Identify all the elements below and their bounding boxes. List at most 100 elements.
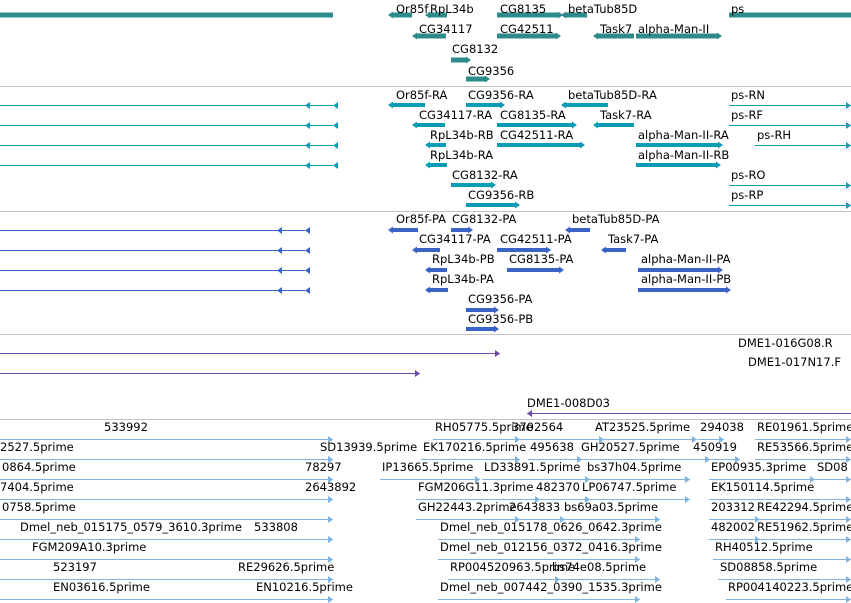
feature-glyph[interactable]: [425, 141, 446, 149]
feature-glyph[interactable]: [593, 121, 634, 129]
feature-label[interactable]: CG9356-RB: [468, 188, 535, 202]
feature-glyph[interactable]: [497, 141, 585, 149]
feature-label[interactable]: alpha-Man-II-PB: [641, 272, 732, 286]
feature-glyph[interactable]: [0, 370, 420, 377]
feature-label[interactable]: AT23525.5prime: [595, 420, 691, 434]
feature-glyph[interactable]: [601, 246, 626, 254]
feature-glyph[interactable]: [565, 226, 590, 234]
feature-label[interactable]: alpha-Man-II-PA: [641, 252, 731, 266]
feature-glyph[interactable]: [755, 536, 851, 543]
feature-label[interactable]: CG8132-RA: [452, 168, 518, 182]
feature-label[interactable]: ps-RO: [731, 168, 766, 182]
feature-glyph[interactable]: [466, 306, 499, 314]
feature-glyph[interactable]: [755, 436, 851, 443]
feature-glyph[interactable]: [0, 456, 333, 463]
feature-label[interactable]: betaTub85D: [568, 2, 638, 16]
feature-label[interactable]: ps-RP: [731, 188, 764, 202]
feature-glyph[interactable]: [451, 181, 496, 189]
feature-label[interactable]: CG34117-RA: [419, 108, 493, 122]
feature-glyph[interactable]: [0, 476, 333, 483]
feature-glyph[interactable]: [0, 436, 333, 443]
feature-label[interactable]: RpL34b-RA: [430, 148, 494, 162]
feature-label[interactable]: CG8135: [500, 2, 547, 16]
feature-glyph[interactable]: [388, 226, 418, 234]
feature-label[interactable]: DME1-008D03: [527, 396, 610, 410]
feature-label[interactable]: 3702564: [512, 420, 564, 434]
feature-label[interactable]: CG34117: [419, 22, 473, 36]
feature-label[interactable]: Or85f-RA: [396, 88, 448, 102]
feature-label[interactable]: CG42511-PA: [500, 232, 572, 246]
feature-glyph[interactable]: [466, 75, 490, 83]
feature-label[interactable]: LD33891.5prime: [484, 460, 581, 474]
feature-glyph[interactable]: [638, 266, 723, 274]
feature-glyph[interactable]: [438, 536, 640, 543]
feature-label[interactable]: 2643833: [509, 500, 561, 514]
feature-label[interactable]: LP06747.5prime: [582, 480, 677, 494]
feature-glyph[interactable]: [726, 596, 851, 603]
feature-label[interactable]: 294038: [700, 420, 744, 434]
feature-label[interactable]: DME1-016G08.R: [738, 336, 833, 350]
feature-glyph[interactable]: [438, 556, 640, 563]
feature-glyph[interactable]: [755, 516, 851, 523]
feature-glyph[interactable]: [561, 11, 587, 19]
feature-glyph[interactable]: [755, 456, 851, 463]
feature-label[interactable]: EN03616.5prime: [53, 580, 150, 594]
feature-label[interactable]: Or85f: [396, 2, 429, 16]
feature-glyph[interactable]: [636, 32, 722, 40]
feature-glyph[interactable]: [729, 182, 851, 189]
feature-label[interactable]: 2527.5prime: [0, 440, 74, 454]
feature-glyph[interactable]: [497, 246, 551, 254]
feature-label[interactable]: EP00935.3prime: [711, 460, 807, 474]
feature-label[interactable]: alpha-Man-II-RB: [638, 148, 730, 162]
feature-glyph[interactable]: [636, 161, 721, 169]
feature-glyph[interactable]: [755, 142, 851, 149]
feature-glyph[interactable]: [709, 496, 851, 503]
feature-label[interactable]: RpL34b-PA: [432, 272, 494, 286]
feature-label[interactable]: RH40512.5prime: [715, 540, 813, 554]
feature-label[interactable]: EK150114.5prime: [711, 480, 815, 494]
readthrough-block[interactable]: [0, 12, 333, 18]
feature-glyph[interactable]: [0, 350, 500, 357]
feature-label[interactable]: 523197: [53, 560, 97, 574]
feature-label[interactable]: RE01961.5prime: [757, 420, 851, 434]
feature-glyph[interactable]: [380, 476, 480, 483]
feature-glyph[interactable]: [466, 101, 505, 109]
feature-glyph[interactable]: [638, 286, 731, 294]
feature-label[interactable]: Or85f-PA: [396, 212, 447, 226]
feature-label[interactable]: alpha-Man-II-RA: [638, 128, 729, 142]
feature-label[interactable]: RE29626.5prime: [238, 560, 335, 574]
feature-label[interactable]: Dmel_neb_015175_0579_3610.3prime: [20, 520, 242, 534]
feature-label[interactable]: Dmel_neb_015178_0626_0642.3prime: [440, 520, 662, 534]
feature-label[interactable]: 0758.5prime: [2, 500, 76, 514]
feature-glyph[interactable]: [709, 476, 815, 483]
feature-label[interactable]: CG34117-PA: [419, 232, 491, 246]
feature-label[interactable]: ps-RF: [731, 108, 764, 122]
feature-glyph[interactable]: [0, 556, 333, 563]
feature-glyph[interactable]: [729, 202, 851, 209]
feature-label[interactable]: Dmel_neb_012156_0372_0416.3prime: [440, 540, 662, 554]
feature-label[interactable]: EK170216.5prime: [423, 440, 527, 454]
feature-label[interactable]: FGM206G11.3prime: [418, 480, 534, 494]
feature-label[interactable]: EN10216.5prime: [256, 580, 353, 594]
feature-glyph[interactable]: [466, 325, 499, 333]
feature-glyph[interactable]: [580, 496, 690, 503]
feature-glyph[interactable]: [425, 266, 447, 274]
feature-label[interactable]: ps: [731, 2, 745, 16]
feature-label[interactable]: bs74e08.5prime: [552, 560, 647, 574]
feature-label[interactable]: Task7-RA: [600, 108, 652, 122]
feature-glyph[interactable]: [729, 122, 851, 129]
feature-label[interactable]: SD08858.5prime: [720, 560, 818, 574]
feature-glyph[interactable]: [561, 101, 608, 109]
feature-label[interactable]: alpha-Man-II: [638, 22, 710, 36]
feature-glyph[interactable]: [425, 11, 447, 19]
feature-label[interactable]: ps-RN: [731, 88, 766, 102]
feature-label[interactable]: CG8135-RA: [500, 108, 566, 122]
feature-glyph[interactable]: [438, 596, 640, 603]
feature-label[interactable]: ps-RH: [757, 128, 792, 142]
feature-label[interactable]: CG9356-RA: [468, 88, 534, 102]
feature-label[interactable]: Dmel_neb_007442_0390_1535.3prime: [440, 580, 662, 594]
feature-label[interactable]: betaTub85D-RA: [568, 88, 657, 102]
feature-label[interactable]: RE53566.5prime: [757, 440, 851, 454]
feature-label[interactable]: IP13665.5prime: [382, 460, 474, 474]
feature-label[interactable]: 533992: [104, 420, 148, 434]
